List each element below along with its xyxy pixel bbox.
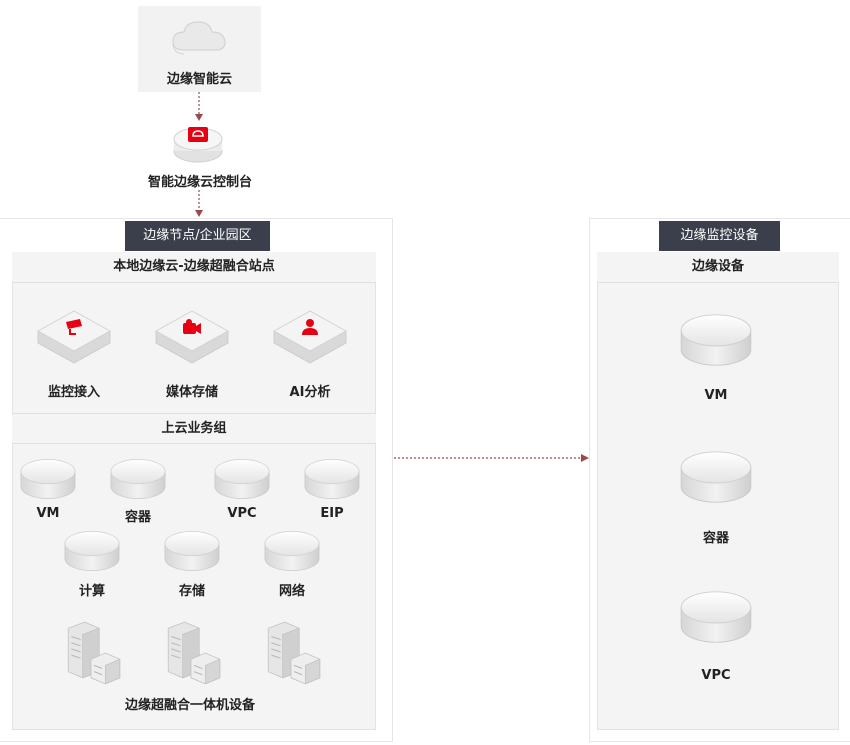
hardware-label: 边缘超融合一体机设备 bbox=[124, 698, 255, 713]
eip-cylinder bbox=[304, 458, 360, 500]
service-label-ai: AI分析 bbox=[289, 385, 331, 400]
group-label-vm: VM bbox=[36, 506, 60, 521]
vm-cylinder bbox=[20, 458, 76, 500]
group-label-container: 容器 bbox=[124, 510, 151, 525]
group-label-storage: 存储 bbox=[178, 584, 205, 599]
cloud-label: 边缘智能云 bbox=[166, 72, 232, 87]
service-label-monitoring: 监控接入 bbox=[47, 385, 100, 400]
edge-node-tag: 边缘节点/企业园区 bbox=[125, 221, 270, 251]
site-title: 本地边缘云-边缘超融合站点 bbox=[12, 252, 376, 283]
edge-device-title: 边缘设备 bbox=[597, 252, 839, 283]
compute-cylinder bbox=[64, 530, 120, 572]
vpc-cylinder bbox=[680, 590, 752, 644]
container-cylinder bbox=[110, 458, 166, 500]
network-cylinder bbox=[264, 530, 320, 572]
group-title: 上云业务组 bbox=[12, 413, 376, 444]
device-label-vpc: VPC bbox=[701, 668, 731, 683]
cloud-icon bbox=[172, 21, 226, 55]
camera-icon bbox=[66, 319, 82, 335]
vm-cylinder bbox=[680, 313, 752, 367]
console-label: 智能边缘云控制台 bbox=[147, 175, 252, 190]
server-icon bbox=[62, 620, 124, 684]
server-icon bbox=[262, 620, 324, 684]
person-icon bbox=[302, 319, 318, 335]
device-label-container: 容器 bbox=[702, 531, 729, 546]
edge-cloud-node: 边缘智能云 bbox=[138, 6, 261, 92]
device-label-vm: VM bbox=[704, 388, 728, 403]
video-camera-icon bbox=[183, 319, 201, 334]
arrow-edge-to-monitoring bbox=[394, 454, 589, 462]
arrow-cloud-to-console bbox=[195, 92, 203, 121]
group-label-vpc: VPC bbox=[227, 506, 257, 521]
service-label-media: 媒体存储 bbox=[165, 385, 218, 400]
group-label-network: 网络 bbox=[278, 584, 305, 599]
edge-monitoring-tag: 边缘监控设备 bbox=[659, 221, 780, 251]
container-cylinder bbox=[680, 450, 752, 504]
console-icon bbox=[173, 127, 223, 163]
group-label-eip: EIP bbox=[320, 506, 344, 521]
server-icon bbox=[162, 620, 224, 684]
arrow-console-to-edge bbox=[195, 190, 203, 217]
storage-cylinder bbox=[164, 530, 220, 572]
vpc-cylinder bbox=[214, 458, 270, 500]
group-label-compute: 计算 bbox=[78, 584, 105, 599]
